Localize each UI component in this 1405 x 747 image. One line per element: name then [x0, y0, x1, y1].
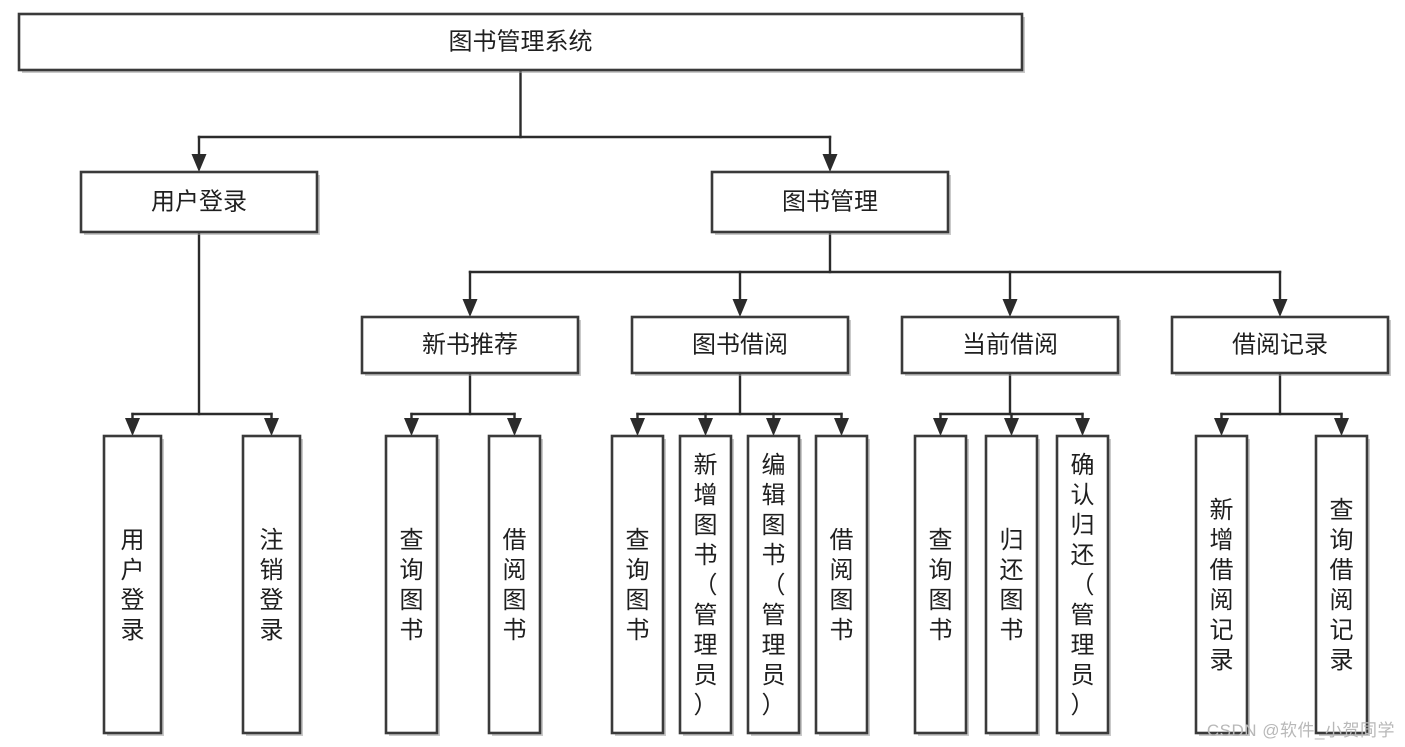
- node-label: 新书推荐: [422, 331, 518, 358]
- node-query-book-1[interactable]: 查询图书: [384, 434, 440, 736]
- node-rect[interactable]: [1314, 434, 1369, 735]
- node-rect[interactable]: [1170, 315, 1390, 375]
- user-login-to-user-login-leaf-arrowhead: [125, 418, 140, 436]
- node-user-login[interactable]: 用户登录: [79, 170, 320, 235]
- node-rect[interactable]: [984, 434, 1039, 735]
- user-login-to-user-logout-leaf-arrowhead: [264, 418, 279, 436]
- node-return-book[interactable]: 归还图书: [984, 434, 1040, 736]
- node-label: 注销登录: [260, 527, 284, 644]
- node-label: 新增借阅记录: [1210, 497, 1234, 674]
- node-label: 用户登录: [151, 188, 247, 215]
- borrow-records-to-add-borrow-record-arrowhead: [1214, 418, 1229, 436]
- node-user-login-leaf[interactable]: 用户登录: [102, 434, 164, 736]
- node-rect[interactable]: [678, 434, 733, 735]
- node-confirm-return-admin[interactable]: 确认归还（管理员）: [1055, 434, 1111, 736]
- node-label: 查询图书: [929, 527, 953, 644]
- node-label: 查询图书: [626, 527, 650, 644]
- node-borrow-book-2[interactable]: 借阅图书: [814, 434, 870, 736]
- bm-to-new-book-recommend-arrowhead: [462, 299, 478, 317]
- node-rect[interactable]: [746, 434, 801, 735]
- node-label: 借阅图书: [830, 527, 854, 644]
- node-label: 新增图书（管理员）: [694, 452, 718, 719]
- node-user-logout-leaf[interactable]: 注销登录: [241, 434, 303, 736]
- node-query-book-2[interactable]: 查询图书: [610, 434, 666, 736]
- book-borrow-to-add-book-admin-arrowhead: [698, 418, 713, 436]
- node-borrow-records[interactable]: 借阅记录: [1170, 315, 1391, 376]
- node-label: 查询图书: [400, 527, 424, 644]
- node-rect[interactable]: [710, 170, 950, 234]
- node-label: 编辑图书（管理员）: [762, 452, 786, 719]
- node-edit-book-admin[interactable]: 编辑图书（管理员）: [746, 434, 802, 736]
- node-label: 图书管理: [782, 188, 878, 215]
- node-book-borrow[interactable]: 图书借阅: [630, 315, 851, 376]
- new-book-recommend-to-borrow-book-1-arrowhead: [507, 418, 522, 436]
- node-rect[interactable]: [1055, 434, 1110, 735]
- book-borrow-to-edit-book-admin-arrowhead: [766, 418, 781, 436]
- bm-to-book-borrow-arrowhead: [732, 299, 748, 317]
- root-to-book-management-arrowhead: [822, 154, 838, 172]
- node-label: 确认归还（管理员）: [1071, 452, 1095, 719]
- node-root[interactable]: 图书管理系统: [17, 12, 1025, 73]
- node-query-book-3[interactable]: 查询图书: [913, 434, 969, 736]
- node-rect[interactable]: [913, 434, 968, 735]
- node-add-book-admin[interactable]: 新增图书（管理员）: [678, 434, 734, 736]
- current-borrow-to-return-book-arrowhead: [1004, 418, 1019, 436]
- node-rect[interactable]: [17, 12, 1024, 72]
- node-rect[interactable]: [79, 170, 319, 234]
- new-book-recommend-to-query-book-1-arrowhead: [404, 418, 419, 436]
- node-label: 图书管理系统: [449, 28, 593, 55]
- node-layer: 图书管理系统用户登录用户登录注销登录图书管理新书推荐查询图书借阅图书图书借阅查询…: [17, 12, 1391, 736]
- bm-to-borrow-records-arrowhead: [1272, 299, 1288, 317]
- node-rect[interactable]: [360, 315, 580, 375]
- bm-to-current-borrow-arrowhead: [1002, 299, 1018, 317]
- node-rect[interactable]: [102, 434, 163, 735]
- current-borrow-to-query-book-3-arrowhead: [933, 418, 948, 436]
- node-rect[interactable]: [241, 434, 302, 735]
- book-borrow-to-query-book-2-arrowhead: [630, 418, 645, 436]
- node-label: 当前借阅: [962, 331, 1058, 358]
- connector-layer: [125, 68, 1349, 436]
- node-label: 查询借阅记录: [1330, 497, 1354, 674]
- node-label: 用户登录: [121, 527, 145, 644]
- node-label: 借阅记录: [1232, 331, 1328, 358]
- node-label: 图书借阅: [692, 331, 788, 358]
- node-rect[interactable]: [1194, 434, 1249, 735]
- node-rect[interactable]: [814, 434, 869, 735]
- root-to-user-login-arrowhead: [191, 154, 207, 172]
- node-rect[interactable]: [900, 315, 1120, 375]
- current-borrow-to-confirm-return-admin-arrowhead: [1075, 418, 1090, 436]
- node-query-borrow-record[interactable]: 查询借阅记录: [1314, 434, 1370, 736]
- node-borrow-book-1[interactable]: 借阅图书: [487, 434, 543, 736]
- node-rect[interactable]: [610, 434, 665, 735]
- node-label: 借阅图书: [503, 527, 527, 644]
- node-new-book-recommend[interactable]: 新书推荐: [360, 315, 581, 376]
- node-rect[interactable]: [384, 434, 439, 735]
- book-borrow-to-borrow-book-2-arrowhead: [834, 418, 849, 436]
- node-current-borrow[interactable]: 当前借阅: [900, 315, 1121, 376]
- node-label: 归还图书: [1000, 527, 1024, 644]
- node-rect[interactable]: [487, 434, 542, 735]
- node-rect[interactable]: [630, 315, 850, 375]
- node-book-management[interactable]: 图书管理: [710, 170, 951, 235]
- node-add-borrow-record[interactable]: 新增借阅记录: [1194, 434, 1250, 736]
- borrow-records-to-query-borrow-record-arrowhead: [1334, 418, 1349, 436]
